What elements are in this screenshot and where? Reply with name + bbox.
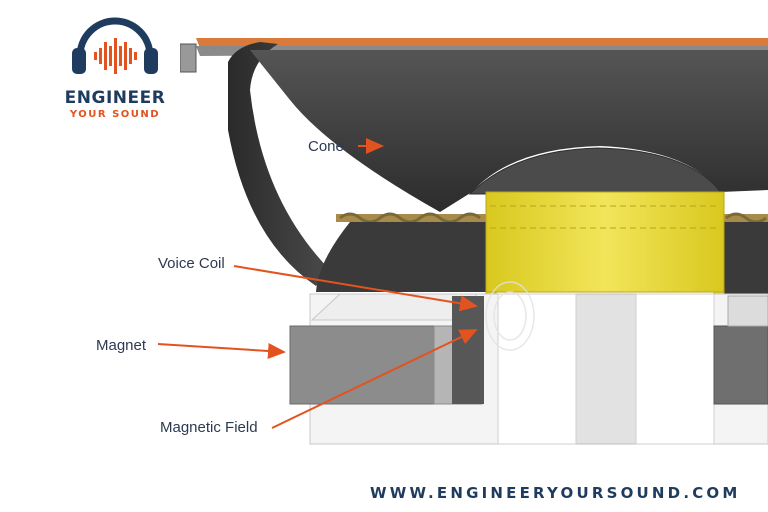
pole-piece [309,293,768,445]
lower-housing [316,222,486,292]
magnetic-field-arrow [271,329,478,429]
magnetic-field-lines [485,281,535,351]
top-plate-right [727,295,768,327]
voice-coil-arrow [233,265,478,312]
basket-frame [228,42,330,286]
soundwave-icon [94,38,137,74]
magnet-label: Magnet [96,337,147,354]
dust-cap [468,147,723,195]
top-plate-left [452,296,484,404]
logo-subtitle: YOUR SOUND [69,109,161,120]
website-url: WWW.ENGINEERYOURSOUND.COM [370,484,741,502]
cone-label: Cone [308,138,344,155]
voice-coil-label: Voice Coil [158,255,225,272]
cone-body [250,50,768,212]
logo-title: ENGINEER [64,88,166,108]
magnet-left [289,325,453,405]
engineer-your-sound-logo: ENGINEER YOUR SOUND [50,0,180,128]
magnet-arrow [157,343,286,359]
headphones-icon [72,17,158,74]
magnet-right [713,325,768,405]
magnetic-field-label: Magnetic Field [160,419,258,436]
lower-housing-right [724,222,768,294]
